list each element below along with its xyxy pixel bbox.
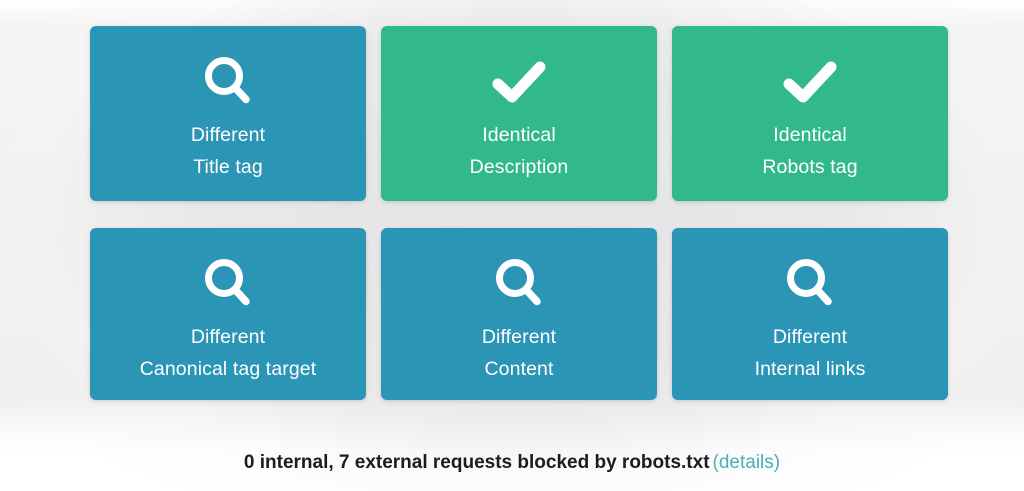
comparison-card-title-tag[interactable]: Different Title tag [90,26,366,201]
magnifier-icon [783,255,837,313]
card-label: Content [484,358,554,380]
card-status: Identical [482,124,556,146]
magnifier-icon [201,53,255,111]
comparison-card-internal-links[interactable]: Different Internal links [672,228,948,400]
check-icon [490,53,548,111]
card-status: Different [190,326,266,348]
check-icon [781,53,839,111]
card-status: Identical [773,124,847,146]
magnifier-icon [492,255,546,313]
card-label: Internal links [754,358,866,380]
card-status: Different [481,326,557,348]
card-label: Description [469,156,569,178]
comparison-card-grid: Different Title tag Identical Descriptio… [90,26,948,400]
comparison-card-content[interactable]: Different Content [381,228,657,400]
card-label: Robots tag [762,156,858,178]
comparison-card-description[interactable]: Identical Description [381,26,657,201]
blocked-requests-summary: 0 internal, 7 external requests blocked … [0,448,1024,478]
card-label: Canonical tag target [139,358,317,380]
blocked-requests-text: 0 internal, 7 external requests blocked … [243,452,710,473]
card-status: Different [190,124,266,146]
details-link[interactable]: (details) [712,452,781,473]
card-status: Different [772,326,848,348]
comparison-card-robots-tag[interactable]: Identical Robots tag [672,26,948,201]
comparison-card-canonical-tag-target[interactable]: Different Canonical tag target [90,228,366,400]
magnifier-icon [201,255,255,313]
card-label: Title tag [193,156,263,178]
